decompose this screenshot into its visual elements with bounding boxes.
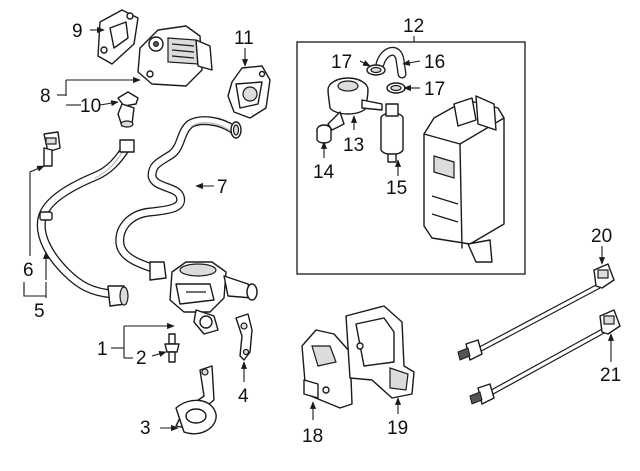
part-17-clamp-upper[interactable] <box>366 64 386 76</box>
callout-17-upper: 17 <box>331 52 352 73</box>
part-18-module[interactable] <box>301 329 353 409</box>
callout-4: 4 <box>238 386 249 407</box>
callout-7: 7 <box>217 177 228 198</box>
callout-16: 16 <box>424 52 445 73</box>
callout-8: 8 <box>40 86 51 107</box>
part-3-bracket[interactable] <box>175 365 217 435</box>
part-13-valve[interactable] <box>327 77 383 131</box>
callout-9: 9 <box>72 21 83 42</box>
callout-11: 11 <box>234 28 254 49</box>
part-7-hose[interactable] <box>115 116 242 281</box>
part-11-cover[interactable] <box>227 65 271 119</box>
callout-13: 13 <box>343 135 364 156</box>
callout-18: 18 <box>302 426 323 447</box>
callout-2: 2 <box>136 348 147 369</box>
callout-20: 20 <box>591 226 612 247</box>
group-12-frame <box>296 41 526 275</box>
callout-3: 3 <box>140 418 151 439</box>
leaders <box>23 26 615 432</box>
callout-21: 21 <box>600 365 621 386</box>
part-17-clamp-lower[interactable] <box>386 82 406 94</box>
part-15-filter[interactable] <box>380 103 404 163</box>
callout-19: 19 <box>387 418 408 439</box>
part-20-oxygen-sensor[interactable] <box>457 263 615 361</box>
part-16-hose[interactable] <box>375 46 407 79</box>
callout-14: 14 <box>313 162 335 183</box>
callout-labels: 9 8 10 11 12 17 16 17 13 14 15 7 6 5 1 2… <box>23 16 621 447</box>
part-10-sensor[interactable] <box>117 91 139 128</box>
callout-17-lower: 17 <box>424 79 445 100</box>
part-19-shield[interactable] <box>345 305 415 399</box>
callout-1: 1 <box>97 339 108 360</box>
part-2-stud[interactable] <box>164 333 180 363</box>
callout-15: 15 <box>386 178 407 199</box>
part-21-oxygen-sensor[interactable] <box>469 309 621 405</box>
callout-5: 5 <box>34 301 45 322</box>
part-9-gasket[interactable] <box>97 9 139 65</box>
part-4-bracket[interactable] <box>235 313 253 361</box>
part-6-connector[interactable] <box>43 131 61 167</box>
part-1-air-pump[interactable] <box>169 261 258 335</box>
part-14-connector[interactable] <box>316 124 332 144</box>
callout-6: 6 <box>23 260 34 281</box>
part-6-hose[interactable] <box>36 139 135 307</box>
callout-10: 10 <box>80 96 101 117</box>
part-8-air-valve[interactable] <box>137 25 213 87</box>
part-12-canister[interactable] <box>423 95 505 263</box>
callout-12: 12 <box>403 16 424 37</box>
